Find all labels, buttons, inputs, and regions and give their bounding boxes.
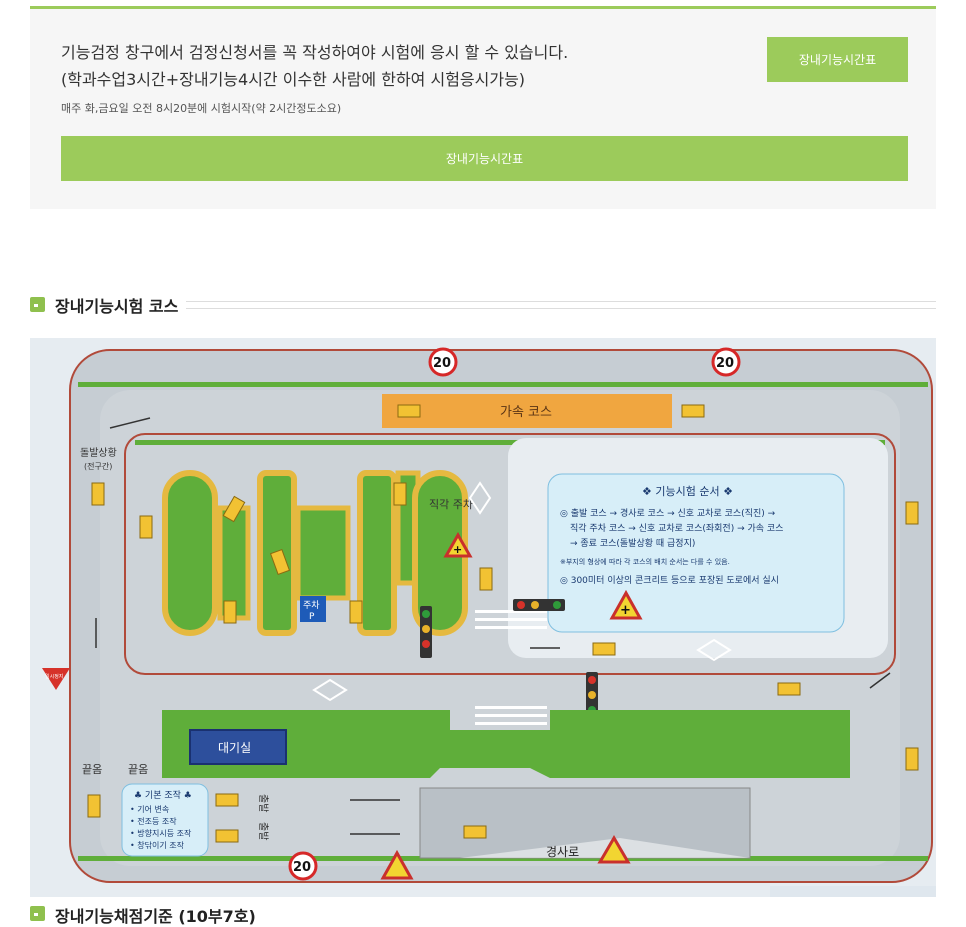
end-label-right: 끝옴 bbox=[128, 763, 148, 776]
exam-order-road: ◎ 300미터 이상의 콘크리트 등으로 포장된 도로에서 실시 bbox=[560, 574, 779, 586]
exam-order-step-1: ◎ 출발 코스 → 경사로 코스 → 신호 교차로 코스(직진) → bbox=[560, 507, 776, 519]
basic-ops-item-4: • 창닦이기 조작 bbox=[130, 840, 185, 850]
section-heading-course: 장내기능시험 코스 bbox=[30, 292, 936, 318]
svg-text:20: 20 bbox=[293, 860, 311, 875]
warning-sign: + bbox=[609, 589, 643, 620]
parking-sign: 주차 P bbox=[300, 596, 326, 622]
notice-line-1: 기능검정 창구에서 검정신청서를 꼭 작성하여야 시험에 응시 할 수 있습니다… bbox=[61, 43, 569, 62]
section-heading-scoring: 장내기능채점기준 (10부7호) bbox=[30, 901, 936, 927]
warning-sign-small: + bbox=[443, 531, 473, 558]
sudden-stop-sub-label: (전구간) bbox=[84, 461, 112, 471]
slope-warning-sign-1 bbox=[380, 849, 414, 880]
speed-limit-sign-1: 20 bbox=[428, 347, 458, 377]
svg-text:20: 20 bbox=[433, 356, 451, 371]
notice-line-2: (학과수업3시간+장내기능4시간 이수한 사람에 한하여 시험응시가능) bbox=[61, 70, 526, 89]
course-map-image: 가속 코스 20 20 20 주차 P 직각 주차 돌발상황 (전구간) ❖ 기… bbox=[30, 338, 936, 897]
basic-ops-item-2: • 전조등 조작 bbox=[130, 816, 177, 826]
speed-limit-sign-2: 20 bbox=[711, 347, 741, 377]
svg-text:+: + bbox=[453, 543, 462, 556]
timetable-button-top[interactable]: 장내기능시간표 bbox=[767, 37, 908, 82]
svg-text:+: + bbox=[620, 603, 631, 618]
basic-ops-title: ♣ 기본 조작 ♣ bbox=[134, 790, 192, 801]
traffic-light-1 bbox=[420, 606, 432, 658]
stop-sign: 일시정지 bbox=[42, 668, 70, 690]
slope-warning-sign-2 bbox=[597, 835, 631, 864]
end-label-left: 끝옴 bbox=[82, 763, 102, 776]
speed-limit-sign-3: 20 bbox=[288, 851, 318, 881]
crosswalk bbox=[475, 610, 547, 725]
sudden-stop-label: 돌발상황 bbox=[80, 447, 117, 459]
exam-order-step-3: → 종료 코스(돌발상황 때 급정지) bbox=[570, 538, 695, 549]
right-angle-parking-label: 직각 주차 bbox=[429, 498, 473, 511]
exam-order-title: ❖ 기능시험 순서 ❖ bbox=[642, 485, 733, 498]
svg-text:일시정지: 일시정지 bbox=[45, 673, 63, 680]
slope-road-label: 경사로 bbox=[546, 845, 579, 859]
svg-text:주차: 주차 bbox=[303, 599, 320, 611]
acceleration-course-label: 가속 코스 bbox=[500, 405, 552, 420]
waiting-room-label: 대기실 bbox=[218, 741, 251, 755]
timetable-button-wide[interactable]: 장내기능시간표 bbox=[61, 136, 908, 181]
section-bullet-icon bbox=[30, 906, 45, 921]
section-bullet-icon bbox=[30, 297, 45, 312]
section-divider bbox=[186, 301, 936, 309]
traffic-light-2 bbox=[513, 599, 565, 611]
svg-text:P: P bbox=[309, 612, 315, 622]
start-label-1: 출발 bbox=[257, 794, 269, 812]
exam-notice-box: 기능검정 창구에서 검정신청서를 꼭 작성하여야 시험에 응시 할 수 있습니다… bbox=[30, 6, 936, 209]
svg-text:20: 20 bbox=[716, 356, 734, 371]
basic-ops-item-1: • 기어 변속 bbox=[130, 804, 169, 814]
exam-schedule-note: 매주 화,금요일 오전 8시20분에 시험시작(약 2시간정도소요) bbox=[61, 102, 342, 115]
start-label-2: 출발 bbox=[257, 822, 269, 840]
exam-order-note: ※부지의 형상에 따라 각 코스의 배치 순서는 다를 수 있음. bbox=[560, 557, 730, 566]
exam-order-step-2: 직각 주차 코스 → 신호 교차로 코스(좌회전) → 가속 코스 bbox=[570, 522, 783, 534]
section-title: 장내기능시험 코스 bbox=[55, 293, 185, 317]
basic-ops-item-3: • 방향지시등 조작 bbox=[130, 828, 192, 838]
section-title-scoring: 장내기능채점기준 (10부7호) bbox=[55, 903, 262, 927]
